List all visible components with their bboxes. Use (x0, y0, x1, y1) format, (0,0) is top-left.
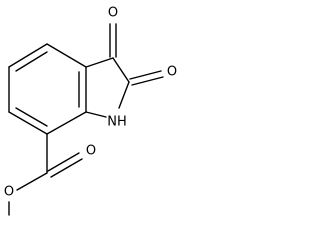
atom-label-o-carbonyl: O (86, 144, 96, 159)
atom-label-o-c3: O (108, 6, 118, 21)
bond-c3a-c3 (85, 57, 114, 68)
bond-cester-o-a (47, 152, 80, 172)
bond-inner-c6-c7 (15, 107, 48, 127)
bond-c2-o-a (129, 70, 162, 80)
bond-c7-c7a (46, 111, 87, 135)
bond-n1-c7a (85, 111, 107, 118)
bond-c2-o-b (131, 76, 164, 86)
atom-label-o-c2: O (167, 65, 177, 80)
atom-label-nh: NH (107, 115, 127, 130)
bond-c6-c7 (8, 111, 48, 135)
bond-c3a-c4 (46, 43, 87, 68)
bond-inner-c4-c5 (15, 51, 48, 72)
bond-cester-oester (16, 172, 48, 191)
molecule-structure-diagram: O O NH O O (4, 6, 177, 216)
bond-c4-c5 (8, 43, 48, 68)
bond-c3-c2 (112, 57, 130, 83)
bond-c2-n1 (118, 81, 130, 109)
atom-label-o-ester: O (4, 185, 14, 200)
bond-cester-o-b (50, 158, 83, 178)
